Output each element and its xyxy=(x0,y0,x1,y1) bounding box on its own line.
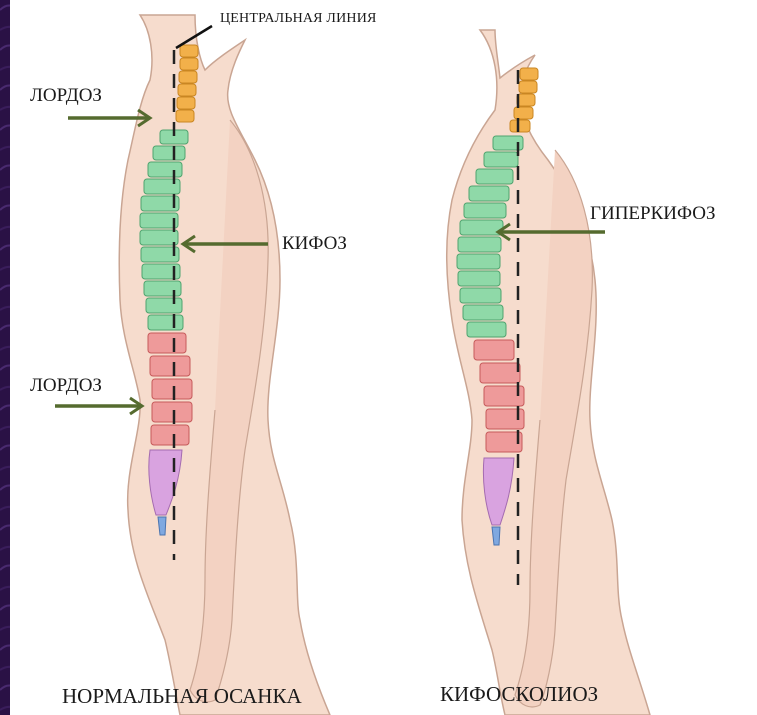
lordosis-bottom-label: ЛОРДОЗ xyxy=(30,376,102,395)
white-panel xyxy=(10,0,757,715)
kyphosis-coccyx xyxy=(492,527,500,545)
normal-coccyx xyxy=(158,517,166,535)
kyphosis-label: КИФОЗ xyxy=(282,234,347,253)
normal-posture-caption: НОРМАЛЬНАЯ ОСАНКА xyxy=(62,686,302,707)
central-line-label: ЦЕНТРАЛЬНАЯ ЛИНИЯ xyxy=(220,12,377,26)
hyperkyphosis-label: ГИПЕРКИФОЗ xyxy=(590,204,715,223)
kyphoscoliosis-caption: КИФОСКОЛИОЗ xyxy=(440,684,598,705)
lordosis-top-label: ЛОРДОЗ xyxy=(30,86,102,105)
normal-lumbar-vertebrae xyxy=(148,333,192,445)
